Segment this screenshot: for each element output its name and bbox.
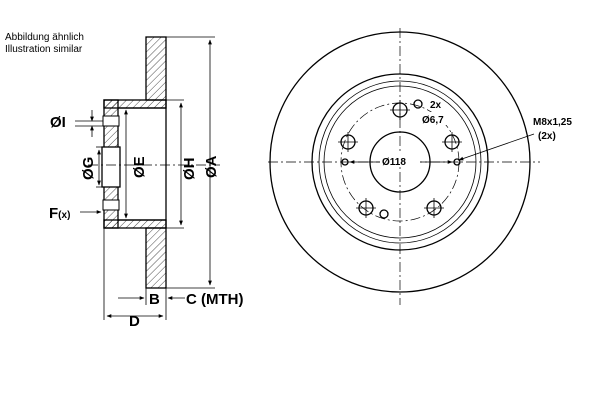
- bolt-hole-upper: [102, 115, 120, 127]
- dim-label-D: D: [129, 313, 140, 330]
- thread-count-label: (2x): [538, 131, 556, 142]
- dim-label-G: ØG: [80, 157, 97, 180]
- locating-hole-1: [413, 99, 423, 109]
- hat-edge-2: [323, 85, 477, 239]
- hub-bore: [101, 146, 121, 188]
- front-view: Ø118 2x Ø6,7 M8x1,25 (2x): [268, 28, 572, 305]
- thread-hole-2: [453, 158, 461, 166]
- hole-count-label: 2x: [430, 100, 442, 111]
- dim-label-I: ØI: [50, 114, 66, 131]
- dim-label-C: C (MTH): [186, 291, 243, 308]
- illustration-note-de: Abbildung ähnlich: [5, 32, 84, 43]
- dim-label-B: B: [149, 291, 160, 308]
- disc-outer-edge: [269, 31, 531, 293]
- hole-diameter-label: Ø6,7: [422, 115, 444, 126]
- locating-hole-2: [379, 209, 389, 219]
- dim-label-F: F(x): [49, 205, 70, 222]
- friction-ring-inner-edge: [311, 73, 489, 251]
- dim-label-E: ØE: [131, 156, 148, 178]
- thread-hole-1: [341, 158, 349, 166]
- dim-label-H: ØH: [181, 158, 198, 181]
- friction-ring-top: [145, 36, 167, 101]
- bolt-hole-lower: [102, 199, 120, 211]
- side-section-view: ØI ØG ØE ØH ØA F(x) B C (MTH): [49, 36, 243, 330]
- dim-label-A: ØA: [203, 155, 220, 178]
- friction-ring-bottom: [145, 227, 167, 289]
- wheel-bolt-holes: [338, 100, 462, 218]
- pcd-label: Ø118: [382, 157, 406, 168]
- hat-edge-1: [318, 80, 482, 244]
- thread-label: M8x1,25: [533, 117, 572, 128]
- illustration-note-en: Illustration similar: [5, 44, 83, 55]
